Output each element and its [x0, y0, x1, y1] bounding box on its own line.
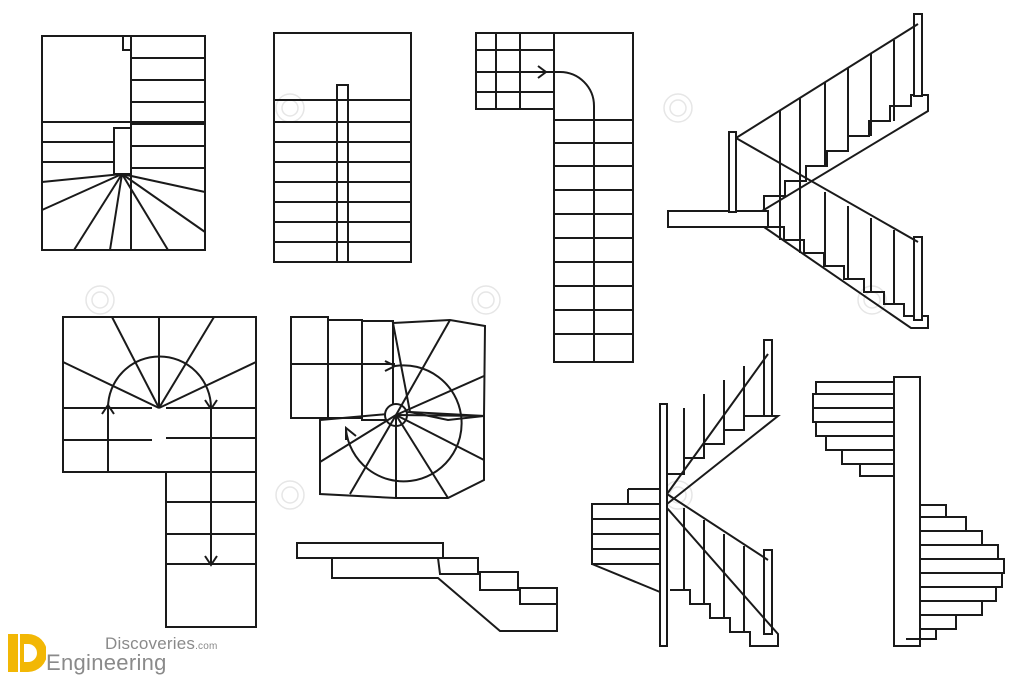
stair-u-semicircle-plan — [62, 316, 257, 628]
site-logo[interactable]: Discoveries.com Engineering — [6, 630, 226, 678]
logo-line-1: Discoveries.com — [105, 634, 218, 653]
stair-l-winder-plan — [41, 35, 206, 251]
stair-dogleg-side-elevation — [591, 339, 781, 647]
logo-line-2: Engineering — [46, 650, 167, 675]
stair-l-landing-plan — [475, 32, 634, 363]
stair-winder-spiral-plan — [290, 316, 487, 499]
stair-spiral-elevation — [812, 376, 1005, 647]
logo-mark-icon — [8, 634, 46, 672]
stair-straight-elevation — [296, 542, 558, 632]
stair-dogleg-elevation — [667, 13, 929, 329]
stair-u-return-plan — [273, 32, 412, 263]
